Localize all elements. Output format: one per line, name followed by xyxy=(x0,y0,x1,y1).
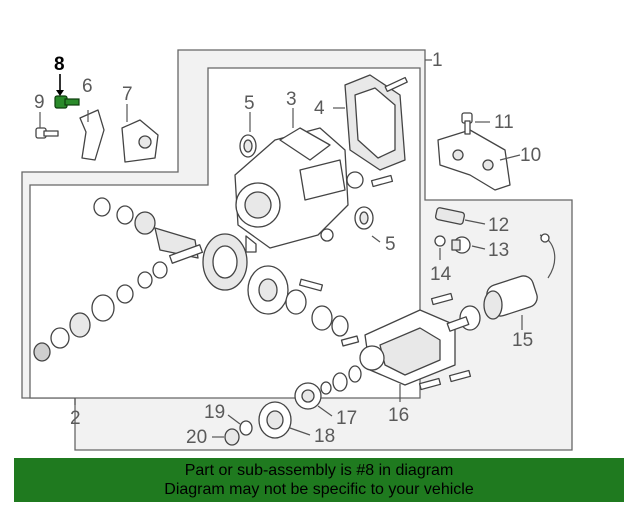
callout-11: 11 xyxy=(494,112,514,133)
callout-18: 18 xyxy=(314,426,335,447)
callout-8: 8 xyxy=(54,54,65,75)
nut-20 xyxy=(224,428,240,446)
callout-1: 1 xyxy=(432,50,443,71)
washer-19 xyxy=(239,420,253,436)
banner-line-1: Part or sub-assembly is #8 in diagram xyxy=(184,462,454,479)
bracket-10 xyxy=(437,129,511,191)
callout-16: 16 xyxy=(388,405,409,426)
washer-14 xyxy=(434,235,446,247)
callout-15: 15 xyxy=(512,330,533,351)
callout-20: 20 xyxy=(186,427,207,448)
callout-17: 17 xyxy=(336,408,357,429)
callout-9: 9 xyxy=(34,92,45,113)
ring-gear-and-carrier xyxy=(202,233,349,337)
flange-18 xyxy=(258,401,292,439)
callout-19: 19 xyxy=(204,402,225,423)
plug-13 xyxy=(451,236,471,254)
bolt-11 xyxy=(461,112,473,135)
coupling-housing-16 xyxy=(359,309,456,386)
leader-lines xyxy=(39,59,523,438)
callout-3: 3 xyxy=(286,89,297,110)
callout-5-lower: 5 xyxy=(385,234,396,255)
part-info-banner: Part or sub-assembly is #8 in diagram Di… xyxy=(14,458,624,502)
parts-diagram: 1 2 3 4 5 5 6 7 8 9 10 11 12 13 14 15 16… xyxy=(21,49,573,451)
rear-cover xyxy=(344,74,408,171)
callout-13: 13 xyxy=(488,240,509,261)
callout-7: 7 xyxy=(122,84,133,105)
actuator-motor-15 xyxy=(483,233,556,320)
callout-2: 2 xyxy=(70,408,81,429)
callout-12: 12 xyxy=(488,215,509,236)
callout-6: 6 xyxy=(82,76,93,97)
bracket-6 xyxy=(79,109,105,161)
pinion-bearings xyxy=(33,197,204,362)
output-shaft-parts xyxy=(320,174,481,395)
callout-10: 10 xyxy=(520,145,541,166)
bolt-8-highlighted xyxy=(54,95,80,109)
callout-5-upper: 5 xyxy=(244,93,255,114)
banner-line-2: Diagram may not be specific to your vehi… xyxy=(164,481,474,498)
sensor-12 xyxy=(434,207,466,225)
callout-14: 14 xyxy=(430,264,452,285)
differential-housing xyxy=(234,127,364,249)
bolt-9 xyxy=(35,127,59,139)
callout-4: 4 xyxy=(314,98,325,119)
